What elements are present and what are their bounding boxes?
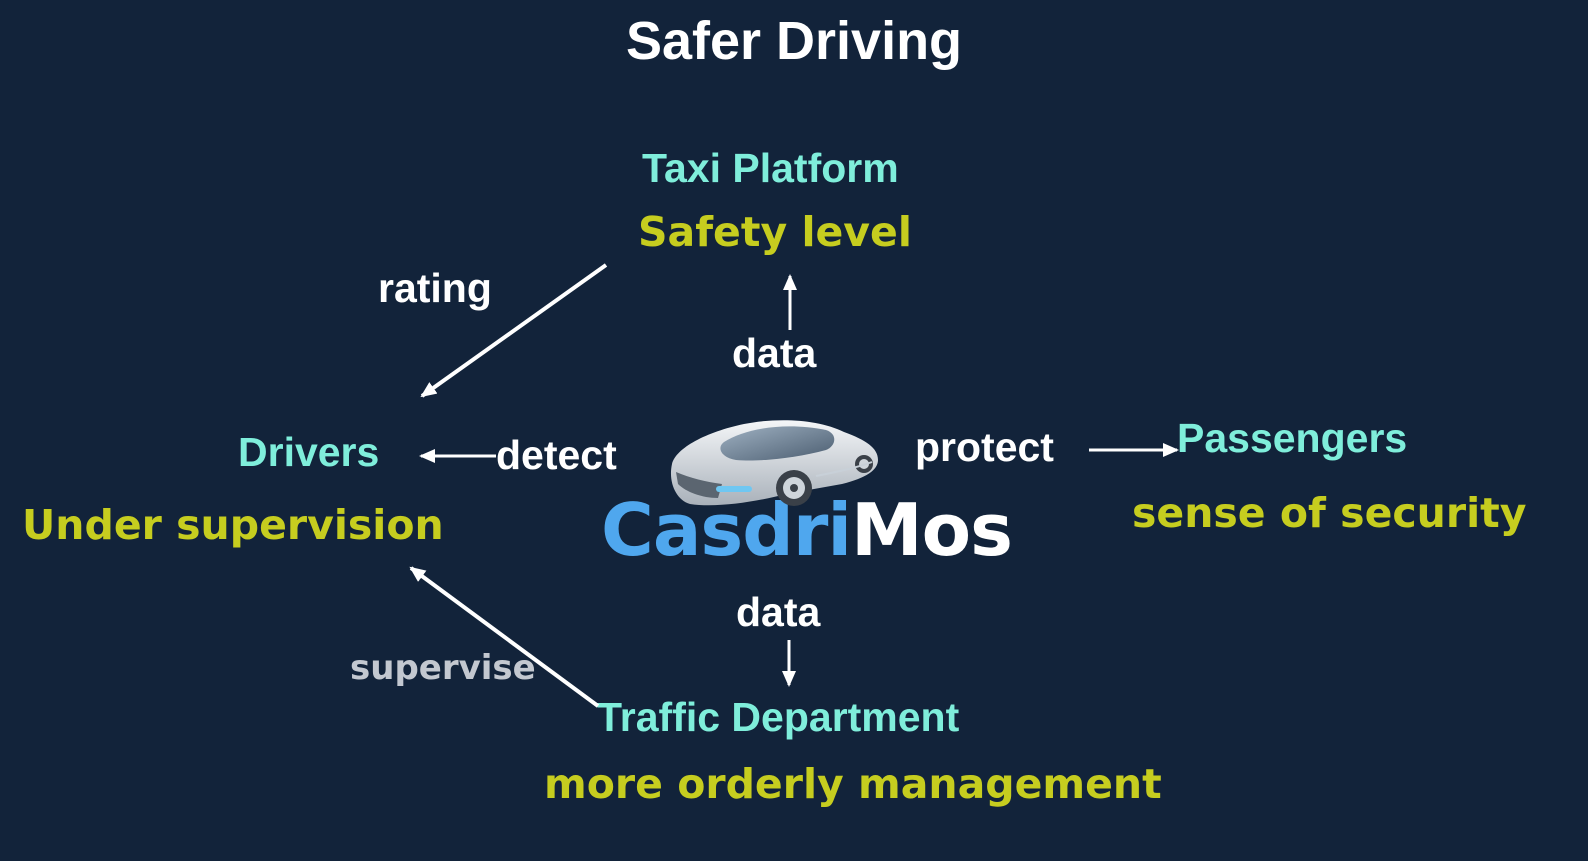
taxi-platform-label: Taxi Platform xyxy=(642,145,899,191)
rating-arrow xyxy=(420,263,608,398)
car-icon xyxy=(670,420,878,506)
passengers-benefit: sense of security xyxy=(1132,489,1527,537)
supervise-arrow xyxy=(409,566,600,708)
data-up-edge-label: data xyxy=(732,330,817,376)
brand-part-2: Mos xyxy=(851,488,1013,572)
supervise-edge-label: supervise xyxy=(350,648,536,688)
drivers-label: Drivers xyxy=(238,429,380,475)
taxi-platform-benefit: Safety level xyxy=(638,208,912,256)
brand-part-1: Casdri xyxy=(601,488,852,572)
brand-logo: CasdriMos xyxy=(601,494,1013,566)
traffic-department-benefit: more orderly management xyxy=(544,760,1162,808)
drivers-benefit: Under supervision xyxy=(22,501,444,549)
data-down-edge-label: data xyxy=(736,589,821,635)
detect-edge-label: detect xyxy=(496,432,617,478)
passengers-label: Passengers xyxy=(1177,415,1408,461)
page-title: Safer Driving xyxy=(625,11,963,71)
protect-edge-label: protect xyxy=(915,424,1054,470)
traffic-department-label: Traffic Department xyxy=(597,694,960,740)
rating-edge-label: rating xyxy=(378,265,492,311)
